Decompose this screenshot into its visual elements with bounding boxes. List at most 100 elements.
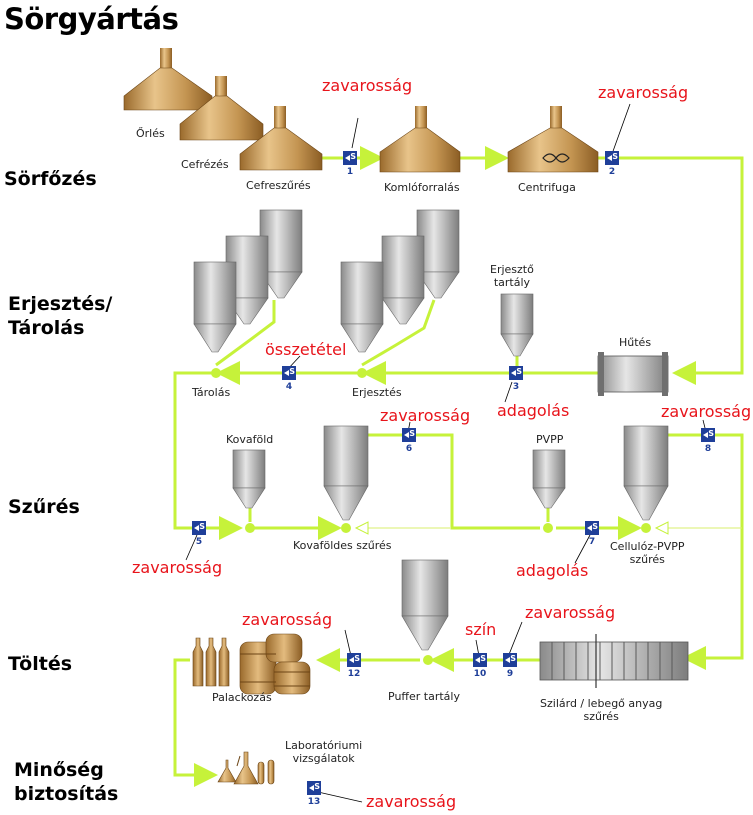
measurement-label-10: szín xyxy=(465,620,497,639)
label-palackozas: Palackozás xyxy=(212,691,272,704)
pipe-kovafoldes-out xyxy=(346,433,540,530)
page-title: Sörgyártás xyxy=(4,2,179,36)
tank-pvpp xyxy=(532,449,566,509)
tank-erjeszto-tartaly xyxy=(500,293,534,357)
pointer-2 xyxy=(611,103,631,155)
heat-exchanger-hutes xyxy=(597,352,669,396)
filter-cellulóz-pvpp xyxy=(623,425,669,521)
section-erjesztes-tarolas: Erjesztés/ Tárolás xyxy=(8,293,113,339)
pointer-7 xyxy=(574,534,591,564)
pointer-12 xyxy=(344,629,352,657)
sensor-5-icon[interactable] xyxy=(192,521,206,535)
sensor-8-icon[interactable] xyxy=(701,428,715,442)
sensor-10-icon[interactable] xyxy=(473,653,487,667)
return-arrow-1 xyxy=(354,521,369,535)
filter-kovafoldes xyxy=(323,425,369,521)
label-hutes: Hűtés xyxy=(619,336,652,349)
tanks-erjesztes xyxy=(340,209,460,353)
pointer-1 xyxy=(351,117,359,149)
sensor-number-1: 1 xyxy=(346,167,354,177)
sensor-12-icon[interactable] xyxy=(347,653,361,667)
measurement-label-3: adagolás xyxy=(497,401,570,420)
label-kovafoldes-szures: Kovaföldes szűrés xyxy=(293,539,392,552)
junction-cellulóz xyxy=(641,523,651,533)
sensor-4-icon[interactable] xyxy=(282,366,296,380)
junction-tarolas xyxy=(211,368,221,378)
label-erjesztes: Erjesztés xyxy=(352,386,402,399)
sensor-3-icon[interactable] xyxy=(509,366,523,380)
pipe-erjesztes-drain xyxy=(361,299,436,367)
sensor-7-icon[interactable] xyxy=(585,521,599,535)
measurement-label-2: zavarosság xyxy=(598,83,689,102)
kettle-centrifuga xyxy=(507,106,599,173)
pipe-tarolas-drain xyxy=(215,300,276,367)
measurement-label-13: zavarosság xyxy=(366,792,457,811)
label-tarolas: Tárolás xyxy=(192,386,231,399)
sensor-number-10: 10 xyxy=(473,669,487,679)
pipe-centrifuga-hutes xyxy=(598,156,744,385)
sensor-6-icon[interactable] xyxy=(402,428,416,442)
label-laboratoriumi: Laboratóriumi vizsgálatok xyxy=(285,739,363,765)
pointer-3 xyxy=(504,381,513,403)
pointer-lines xyxy=(185,103,707,803)
section-toltes: Töltés xyxy=(8,653,73,675)
sensor-1-icon[interactable] xyxy=(343,151,357,165)
sensor-number-12: 12 xyxy=(347,669,361,679)
sensor-number-7: 7 xyxy=(588,537,596,547)
label-pvpp: PVPP xyxy=(536,433,564,446)
label-puffer-tartaly: Puffer tartály xyxy=(388,690,460,703)
measurement-label-12: zavarosság xyxy=(242,610,333,629)
sensor-9-icon[interactable] xyxy=(503,653,517,667)
filter-szilard-lebego xyxy=(539,634,689,688)
measurement-label-1: zavarosság xyxy=(322,76,413,95)
junction-kovafoldes xyxy=(341,523,351,533)
label-orles: Őrlés xyxy=(136,127,165,140)
section-szures: Szűrés xyxy=(8,496,80,518)
sensor-number-2: 2 xyxy=(608,167,616,177)
sensor-number-4: 4 xyxy=(285,382,293,392)
sensor-number-9: 9 xyxy=(506,669,514,679)
label-komloforralas: Komlóforralás xyxy=(384,181,460,194)
sensor-2-icon[interactable] xyxy=(605,151,619,165)
kettle-cefreszures xyxy=(239,106,323,171)
junction-puffer xyxy=(423,655,433,665)
kettle-cefrezes xyxy=(179,76,264,141)
measurement-label-6: zavarosság xyxy=(380,406,471,425)
label-cefreszures: Cefreszűrés xyxy=(246,179,311,192)
sensor-number-8: 8 xyxy=(704,444,712,454)
tanks-tarolas xyxy=(193,209,303,353)
junction-erjesztes xyxy=(357,368,367,378)
lab-glassware-icon xyxy=(217,751,275,785)
sensor-13-icon[interactable] xyxy=(307,781,321,795)
measurement-label-9: zavarosság xyxy=(525,603,616,622)
pointer-9 xyxy=(507,621,523,658)
label-centrifuga: Centrifuga xyxy=(518,181,576,194)
pointer-13 xyxy=(317,791,363,803)
junction-kovafold xyxy=(245,523,255,533)
label-cellulóz-pvpp: Cellulóz-PVPP szűrés xyxy=(610,540,685,566)
sensor-number-5: 5 xyxy=(195,537,203,547)
section-sorfozes: Sörfőzés xyxy=(4,168,97,190)
barrels-icon xyxy=(239,633,311,695)
measurement-label-8: zavarosság xyxy=(661,402,752,421)
pointer-5 xyxy=(185,534,198,561)
centrifuge-symbol-icon xyxy=(542,153,570,163)
measurement-label-7: adagolás xyxy=(516,561,589,580)
pipe-palack-labor xyxy=(173,658,218,787)
measurement-label-5: zavarosság xyxy=(132,558,223,577)
sensor-number-3: 3 xyxy=(512,382,520,392)
sensor-number-13: 13 xyxy=(307,797,321,807)
measurement-label-4: összetétel xyxy=(265,340,347,359)
pipe-cellulóz-out xyxy=(646,433,744,670)
pipe-tarolas-szures xyxy=(173,371,243,540)
label-cefrezes: Cefrézés xyxy=(181,158,229,171)
sensor-number-6: 6 xyxy=(405,444,413,454)
label-erjeszto-tartaly: Erjesztő tartály xyxy=(490,263,534,289)
bottles-icon xyxy=(192,637,230,687)
return-arrow-2 xyxy=(654,521,669,535)
label-kovafold: Kovaföld xyxy=(226,433,274,446)
tank-kovafold xyxy=(232,449,266,509)
junction-pvpp xyxy=(543,523,553,533)
recirculation-lines xyxy=(354,521,742,535)
